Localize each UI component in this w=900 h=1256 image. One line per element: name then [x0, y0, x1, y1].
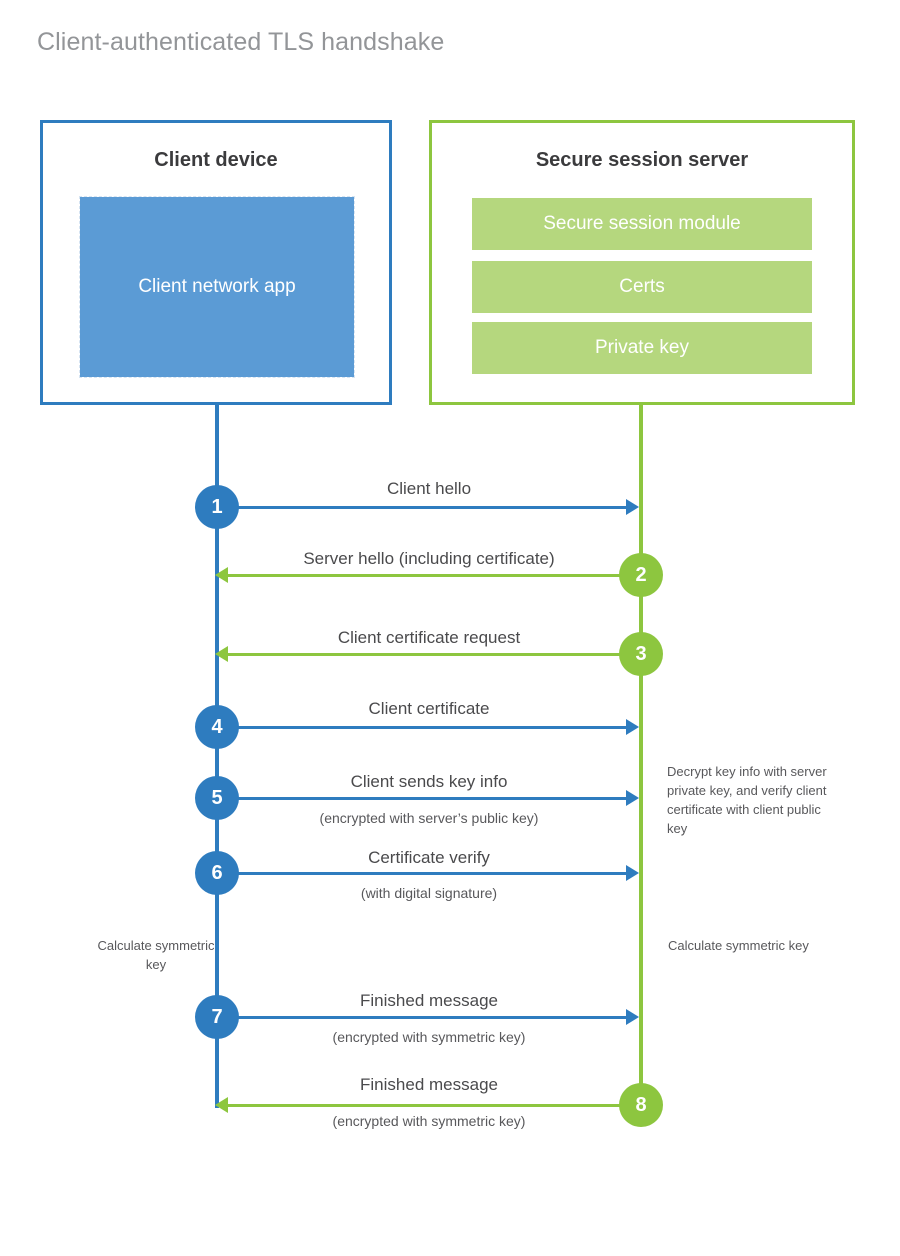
- arrow-line-step-3: [220, 653, 639, 656]
- arrow-head-step-5: [626, 790, 639, 806]
- message-label-step-2: Server hello (including certificate): [303, 549, 555, 568]
- step-circle-3[interactable]: 3: [619, 632, 663, 676]
- secure-session-server-box: Secure session server Secure session mod…: [429, 120, 855, 405]
- arrow-line-step-5: [217, 797, 627, 800]
- server-component-private-key: Private key: [472, 322, 812, 374]
- client-network-app-block: Client network app: [79, 196, 355, 378]
- message-label-step-6: Certificate verify: [368, 848, 490, 867]
- message-sublabel-step-8: (encrypted with symmetric key): [332, 1113, 526, 1129]
- arrow-head-step-3: [215, 646, 228, 662]
- arrow-head-step-6: [626, 865, 639, 881]
- arrow-line-step-2: [220, 574, 639, 577]
- message-sublabel-step-6: (with digital signature): [360, 885, 498, 901]
- message-label-step-1: Client hello: [386, 479, 472, 498]
- server-lifeline: [639, 405, 643, 1105]
- step-circle-4[interactable]: 4: [195, 705, 239, 749]
- client-device-title: Client device: [154, 149, 278, 171]
- message-sublabel-step-7: (encrypted with symmetric key): [332, 1029, 526, 1045]
- arrow-line-step-1: [217, 506, 627, 509]
- arrow-head-step-2: [215, 567, 228, 583]
- message-label-step-7: Finished message: [360, 991, 498, 1010]
- arrow-head-step-7: [626, 1009, 639, 1025]
- step-circle-6[interactable]: 6: [195, 851, 239, 895]
- arrow-head-step-4: [626, 719, 639, 735]
- message-label-step-4: Client certificate: [368, 699, 490, 718]
- note-server-decrypt-key-info: Decrypt key info with server private key…: [667, 764, 827, 836]
- step-circle-8[interactable]: 8: [619, 1083, 663, 1127]
- arrow-line-step-4: [217, 726, 627, 729]
- message-sublabel-step-5: (encrypted with server’s public key): [319, 810, 539, 826]
- client-lifeline: [215, 405, 219, 1108]
- message-label-step-8: Finished message: [360, 1075, 498, 1094]
- arrow-head-step-1: [626, 499, 639, 515]
- message-label-step-5: Client sends key info: [350, 772, 508, 791]
- client-device-box: Client device Client network app: [40, 120, 392, 405]
- step-circle-7[interactable]: 7: [195, 995, 239, 1039]
- note-client-calculate-symmetric-key: Calculate symmetric key: [97, 938, 215, 972]
- arrow-head-step-8: [215, 1097, 228, 1113]
- step-circle-1[interactable]: 1: [195, 485, 239, 529]
- arrow-line-step-7: [217, 1016, 627, 1019]
- message-label-step-3: Client certificate request: [337, 628, 521, 647]
- arrow-line-step-8: [220, 1104, 639, 1107]
- page-title: Client-authenticated TLS handshake: [37, 28, 445, 56]
- server-component-secure-session-module: Secure session module: [472, 198, 812, 250]
- step-circle-5[interactable]: 5: [195, 776, 239, 820]
- server-component-certs: Certs: [472, 261, 812, 313]
- secure-session-server-title: Secure session server: [535, 149, 749, 171]
- step-circle-2[interactable]: 2: [619, 553, 663, 597]
- arrow-line-step-6: [217, 872, 627, 875]
- note-server-calculate-symmetric-key: Calculate symmetric key: [668, 938, 809, 953]
